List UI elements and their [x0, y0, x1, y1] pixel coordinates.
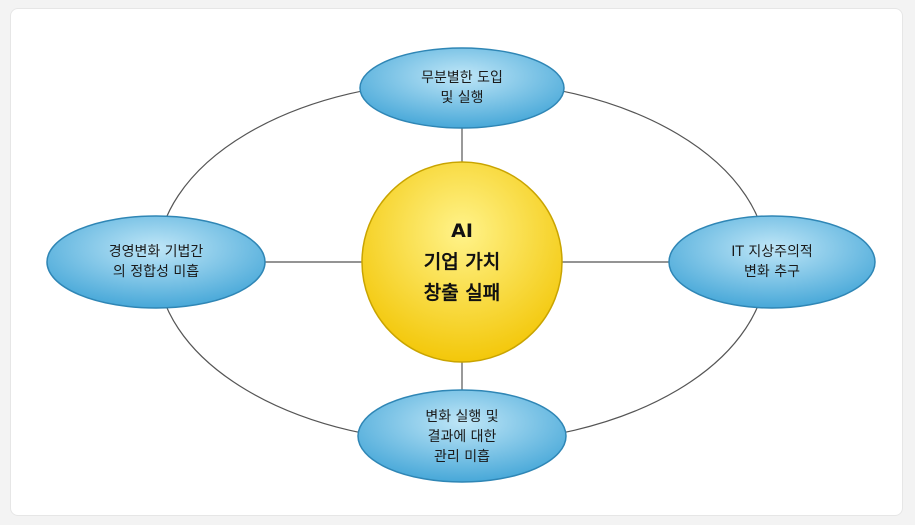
node-top-line-1: 무분별한 도입: [421, 70, 503, 86]
node-bottom: 변화 실행 및 결과에 대한 관리 미흡: [357, 389, 567, 483]
node-bottom-line-3: 관리 미흡: [434, 449, 490, 465]
node-center-line-2: 기업 가치: [424, 251, 501, 273]
node-center-line-3: 창출 실패: [424, 282, 501, 304]
node-center-line-1: AI: [451, 220, 473, 242]
node-top: 무분별한 도입 및 실행: [359, 47, 565, 129]
node-left-line-1: 경영변화 기법간: [109, 244, 204, 260]
node-bottom-line-2: 결과에 대한: [428, 429, 497, 445]
node-right-line-2: 변화 추구: [744, 264, 800, 280]
node-left-line-2: 의 정합성 미흡: [113, 264, 199, 280]
node-top-line-2: 및 실행: [440, 90, 483, 106]
node-right-line-1: IT 지상주의적: [731, 244, 813, 260]
node-center: AI 기업 가치 창출 실패: [361, 161, 563, 363]
node-right: IT 지상주의적 변화 추구: [668, 215, 876, 309]
node-bottom-line-1: 변화 실행 및: [425, 409, 498, 425]
node-left: 경영변화 기법간 의 정합성 미흡: [46, 215, 266, 309]
